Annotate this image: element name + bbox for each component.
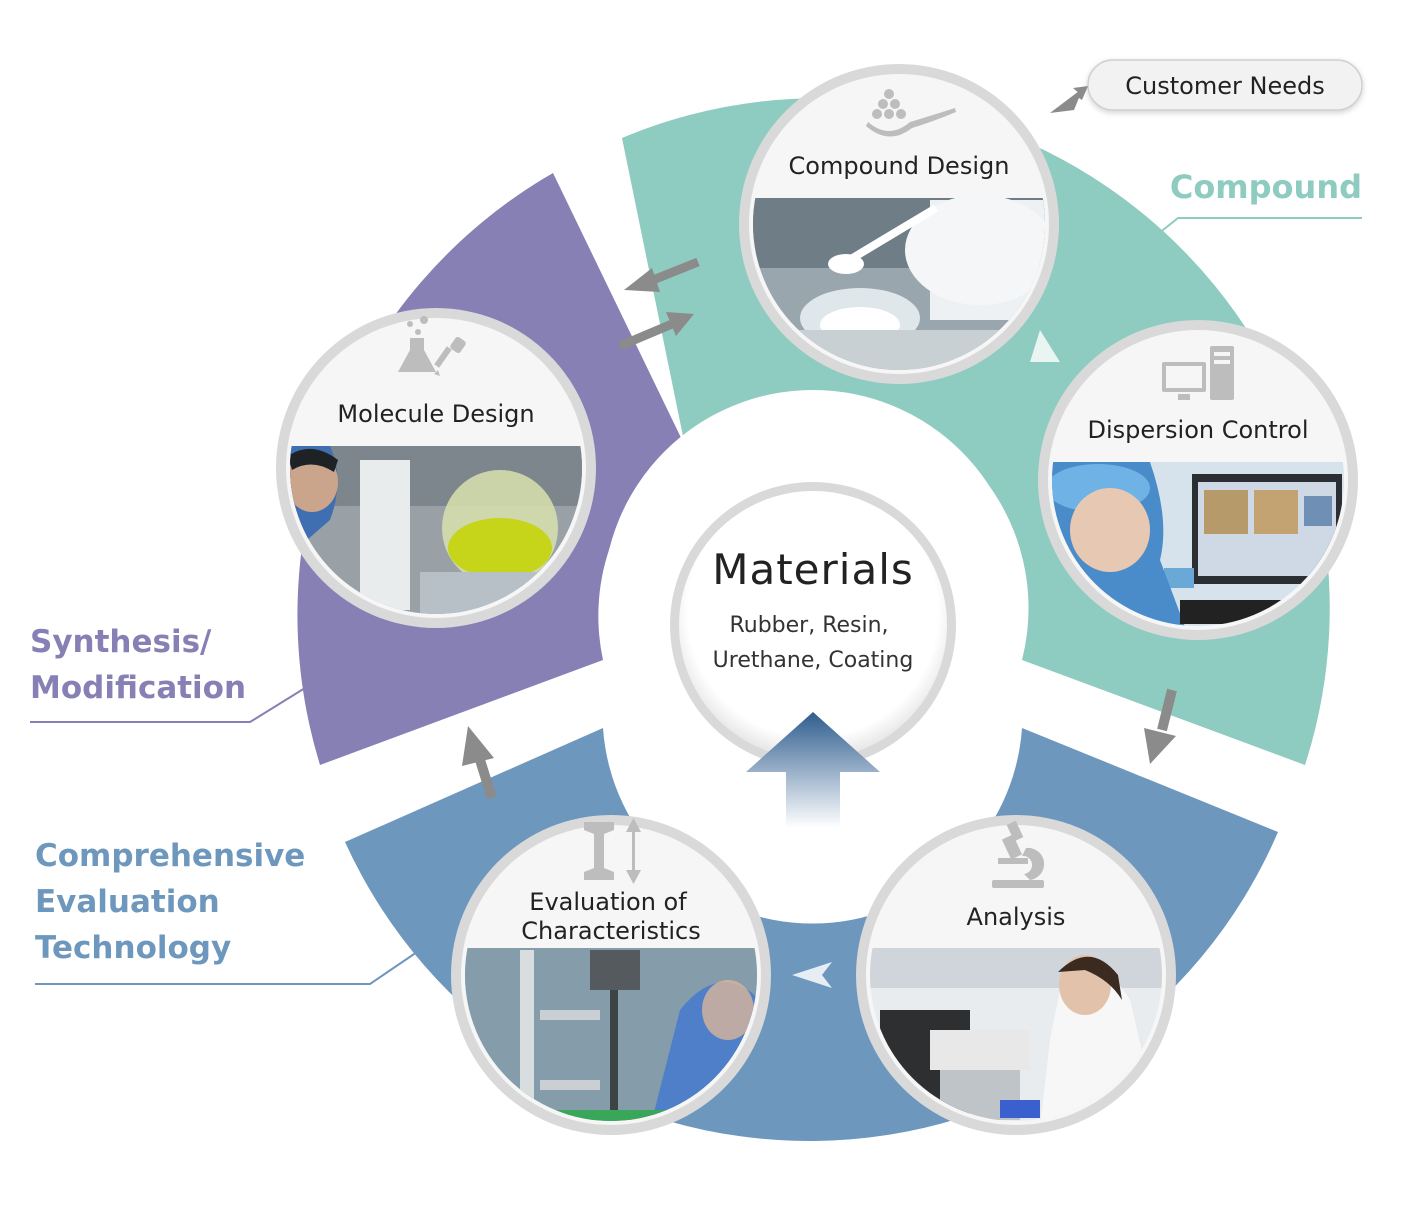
materials-circle: Materials Rubber, Resin, Urethane, Coati… — [670, 482, 956, 768]
node-compound-design: Compound Design — [739, 64, 1059, 384]
compound-leader-line — [1157, 217, 1362, 235]
node-evaluation-of-characteristics: Evaluation of Characteristics — [451, 815, 771, 1135]
synthesis-leader-line — [30, 687, 306, 723]
arrow-dispersion-to-analysis — [1144, 688, 1177, 764]
node-dispersion-control: Dispersion Control — [1038, 320, 1358, 640]
arrow-compound-to-molecule — [624, 257, 700, 292]
up-arrow — [746, 712, 880, 828]
customer-needs-arrowhead — [1050, 88, 1083, 113]
evaluation-category-label-3: Technology — [35, 930, 231, 966]
arrow-molecule-to-compound — [618, 312, 694, 351]
flask-dropper-icon — [398, 316, 466, 376]
arrow-analysis-to-evaluation — [792, 962, 832, 988]
node-molecule-design: Molecule Design — [276, 308, 596, 628]
evaluation-label-1: Evaluation of — [529, 888, 687, 916]
evaluation-leader-line — [35, 949, 421, 985]
spoon-powder-icon — [866, 89, 956, 137]
materials-title: Materials — [712, 545, 914, 594]
customer-needs-label: Customer Needs — [1125, 72, 1324, 100]
microscope-icon — [992, 820, 1045, 888]
materials-line-2: Urethane, Coating — [713, 648, 914, 673]
computer-icon — [1162, 346, 1234, 400]
compound-category-label: Compound — [1170, 168, 1362, 206]
node-analysis: Analysis — [856, 815, 1176, 1135]
dispersion-control-label: Dispersion Control — [1088, 416, 1309, 444]
materials-line-1: Rubber, Resin, — [729, 613, 888, 638]
synthesis-category-label-1: Synthesis/ — [30, 624, 212, 660]
compound-design-label: Compound Design — [789, 152, 1010, 180]
evaluation-category-label-1: Comprehensive — [35, 838, 305, 874]
analysis-label: Analysis — [967, 903, 1066, 931]
evaluation-label-2: Characteristics — [521, 917, 700, 945]
customer-needs-pill: Customer Needs — [1087, 59, 1363, 111]
synthesis-category-label-2: Modification — [30, 670, 246, 706]
arrow-compound-to-dispersion — [1030, 330, 1060, 362]
evaluation-category-label-2: Evaluation — [35, 884, 220, 920]
molecule-design-label: Molecule Design — [337, 400, 534, 428]
arrow-evaluation-to-molecule — [462, 726, 497, 800]
tensile-test-icon — [584, 818, 641, 884]
